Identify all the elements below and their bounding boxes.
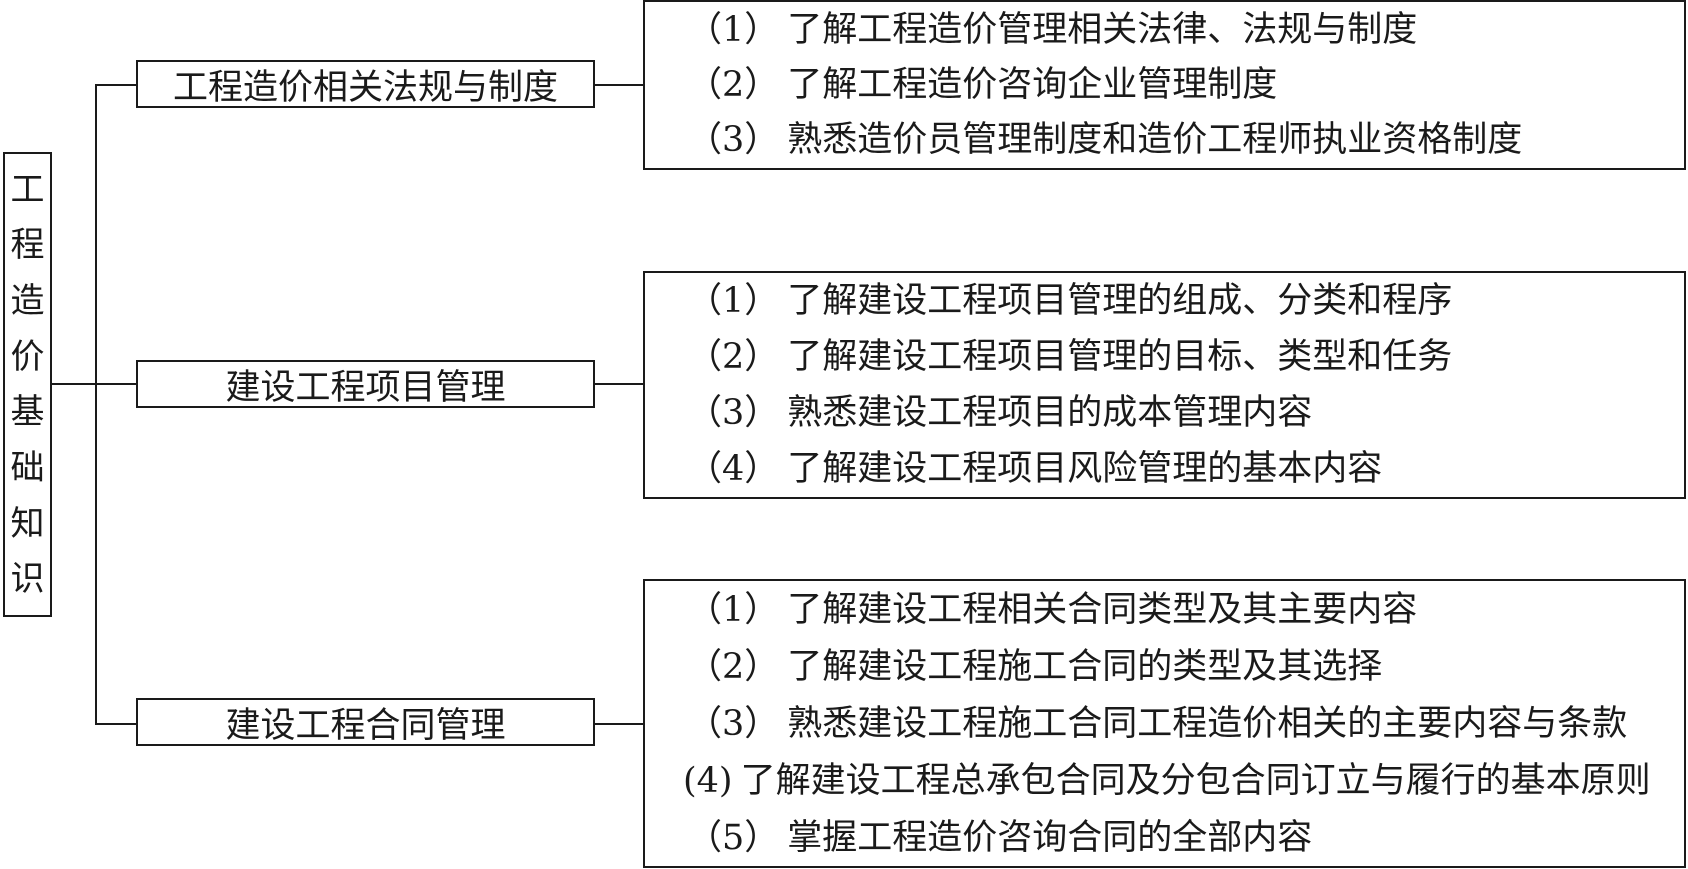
leaf-item-number: （3）: [687, 703, 780, 744]
leaf-item: （1） 了解建设工程项目管理的组成、分类和程序: [687, 279, 1684, 323]
branch-1-connector: [95, 84, 136, 86]
branch-label: 工程造价相关法规与制度: [172, 67, 558, 108]
leaf-2-connector: [595, 383, 643, 385]
branch-3-connector: [95, 723, 136, 725]
root-connector: [52, 383, 96, 385]
leaf-item-number: （3）: [687, 393, 780, 433]
branch-2-connector: [95, 383, 136, 385]
leaf-item-text: 了解建设工程总承包合同及分包合同订立与履行的基本原则: [740, 760, 1651, 801]
leaf-item-text: 了解建设工程项目风险管理的基本内容: [787, 449, 1383, 489]
leaf-item-number: （2）: [687, 646, 780, 687]
branch-label: 建设工程合同管理: [225, 705, 506, 746]
branch-node-project-management: 建设工程项目管理: [136, 360, 595, 408]
root-char: 造: [10, 281, 45, 322]
leaf-item: （2） 了解建设工程项目管理的目标、类型和任务: [687, 335, 1684, 379]
leaf-item: （1） 了解建设工程相关合同类型及其主要内容: [687, 588, 1684, 632]
leaf-item: （2） 了解建设工程施工合同的类型及其选择: [687, 645, 1684, 689]
leaf-item: （2） 了解工程造价咨询企业管理制度: [687, 63, 1684, 107]
leaf-item-text: 了解建设工程施工合同的类型及其选择: [787, 646, 1383, 687]
leaf-item-text: 熟悉建设工程项目的成本管理内容: [787, 393, 1313, 433]
leaf-item: （5） 掌握工程造价咨询合同的全部内容: [687, 816, 1684, 860]
branch-node-regulations: 工程造价相关法规与制度: [136, 60, 595, 108]
leaf-item-text: 熟悉建设工程施工合同工程造价相关的主要内容与条款: [787, 703, 1628, 744]
leaf-group-contract-management: （1） 了解建设工程相关合同类型及其主要内容 （2） 了解建设工程施工合同的类型…: [643, 579, 1686, 868]
leaf-item-text: 了解建设工程项目管理的组成、分类和程序: [787, 281, 1453, 321]
leaf-item-text: 熟悉造价员管理制度和造价工程师执业资格制度: [787, 120, 1523, 161]
leaf-item: （3） 熟悉造价员管理制度和造价工程师执业资格制度: [687, 118, 1684, 162]
leaf-1-connector: [595, 84, 643, 86]
leaf-item-number: （4）: [687, 449, 780, 489]
leaf-item-number: （3）: [687, 120, 780, 161]
leaf-item: （3） 熟悉建设工程施工合同工程造价相关的主要内容与条款: [687, 702, 1684, 746]
leaf-item-number: （1）: [687, 9, 780, 50]
leaf-item-text: 了解建设工程相关合同类型及其主要内容: [787, 589, 1418, 630]
root-char: 知: [10, 503, 45, 544]
root-char: 识: [10, 559, 45, 600]
leaf-item-number: （1）: [687, 281, 780, 321]
leaf-item-text: 了解工程造价咨询企业管理制度: [787, 64, 1278, 105]
trunk-line: [95, 84, 97, 724]
leaf-item-text: 了解工程造价管理相关法律、法规与制度: [787, 9, 1418, 50]
leaf-item-number: (4): [683, 760, 733, 801]
leaf-item: (4) 了解建设工程总承包合同及分包合同订立与履行的基本原则: [683, 759, 1684, 803]
leaf-item: （1） 了解工程造价管理相关法律、法规与制度: [687, 8, 1684, 52]
branch-node-contract-management: 建设工程合同管理: [136, 698, 595, 746]
leaf-item: （4） 了解建设工程项目风险管理的基本内容: [687, 447, 1684, 491]
root-char: 基: [10, 392, 45, 433]
leaf-item-number: （5）: [687, 817, 780, 858]
leaf-group-project-management: （1） 了解建设工程项目管理的组成、分类和程序 （2） 了解建设工程项目管理的目…: [643, 271, 1686, 499]
root-char: 价: [10, 336, 45, 377]
leaf-item-number: （1）: [687, 589, 780, 630]
leaf-group-regulations: （1） 了解工程造价管理相关法律、法规与制度 （2） 了解工程造价咨询企业管理制…: [643, 0, 1686, 170]
leaf-item-text: 掌握工程造价咨询合同的全部内容: [787, 817, 1313, 858]
root-char: 程: [10, 225, 45, 266]
root-char: 工: [10, 169, 45, 210]
root-node: 工 程 造 价 基 础 知 识: [3, 152, 52, 617]
root-char: 础: [10, 447, 45, 488]
leaf-item-number: （2）: [687, 337, 780, 377]
leaf-item-number: （2）: [687, 64, 780, 105]
leaf-3-connector: [595, 723, 643, 725]
leaf-item: （3） 熟悉建设工程项目的成本管理内容: [687, 391, 1684, 435]
leaf-item-text: 了解建设工程项目管理的目标、类型和任务: [787, 337, 1453, 377]
branch-label: 建设工程项目管理: [225, 367, 506, 408]
